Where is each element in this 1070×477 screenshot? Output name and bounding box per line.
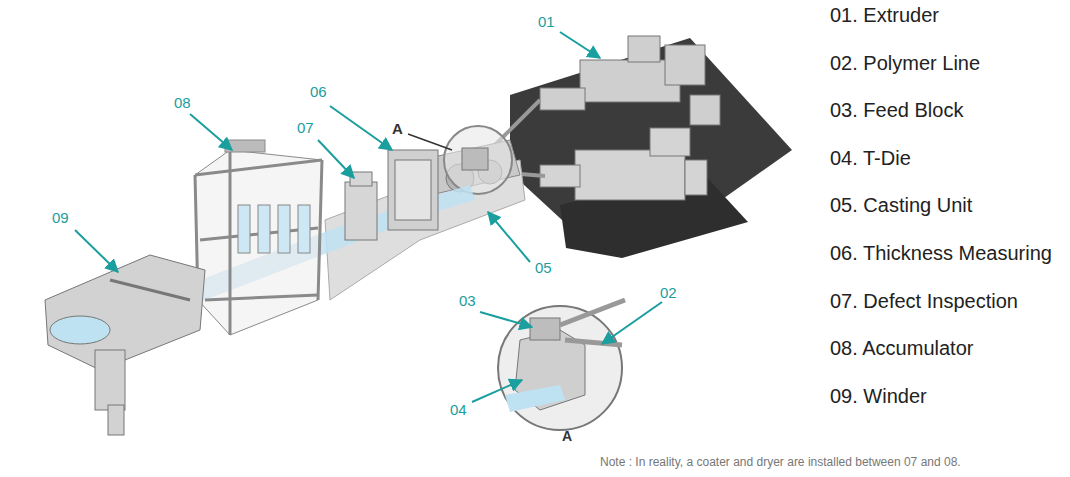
leader-line (408, 134, 452, 150)
polymer-pipe (560, 300, 625, 325)
detail-circle (444, 126, 512, 194)
legend-list-item: 07. Defect Inspection (830, 291, 1018, 311)
film-web (505, 385, 565, 412)
winder (45, 255, 205, 435)
legend-list-item: 03. Feed Block (830, 100, 963, 120)
callout-number: 02 (660, 285, 677, 300)
legend-list-item: 06. Thickness Measuring (830, 243, 1052, 263)
detail-marker: A (392, 121, 403, 136)
legend-list-item: 02. Polymer Line (830, 53, 980, 73)
callout-number: 06 (310, 84, 327, 99)
legend-list-item: 04. T-Die (830, 148, 911, 168)
callout-number: 09 (52, 210, 69, 225)
extruder (540, 128, 707, 200)
thickness-gauge (388, 150, 438, 230)
callout-number: 03 (459, 293, 476, 308)
extruder (540, 36, 720, 125)
legend-list-item: 09. Winder (830, 386, 927, 406)
note-text: Note : In reality, a coater and dryer ar… (600, 456, 961, 468)
legend-list-item: 05. Casting Unit (830, 195, 972, 215)
accumulator (195, 140, 322, 335)
callout-number: 05 (535, 260, 552, 275)
feed-block (530, 318, 560, 340)
accumulator-roller (238, 205, 310, 253)
detail-marker: A (562, 429, 572, 443)
leader-line (75, 32, 662, 402)
callout-number: 04 (450, 402, 467, 417)
callout-number: 07 (297, 120, 314, 135)
polymer-pipe (565, 340, 622, 345)
callout-number: 08 (174, 95, 191, 110)
legend-list-item: 08. Accumulator (830, 338, 973, 358)
defect-inspection (345, 172, 377, 240)
t-die (462, 148, 488, 170)
legend-list-item: 01. Extruder (830, 5, 939, 25)
callout-number: 01 (538, 14, 555, 29)
